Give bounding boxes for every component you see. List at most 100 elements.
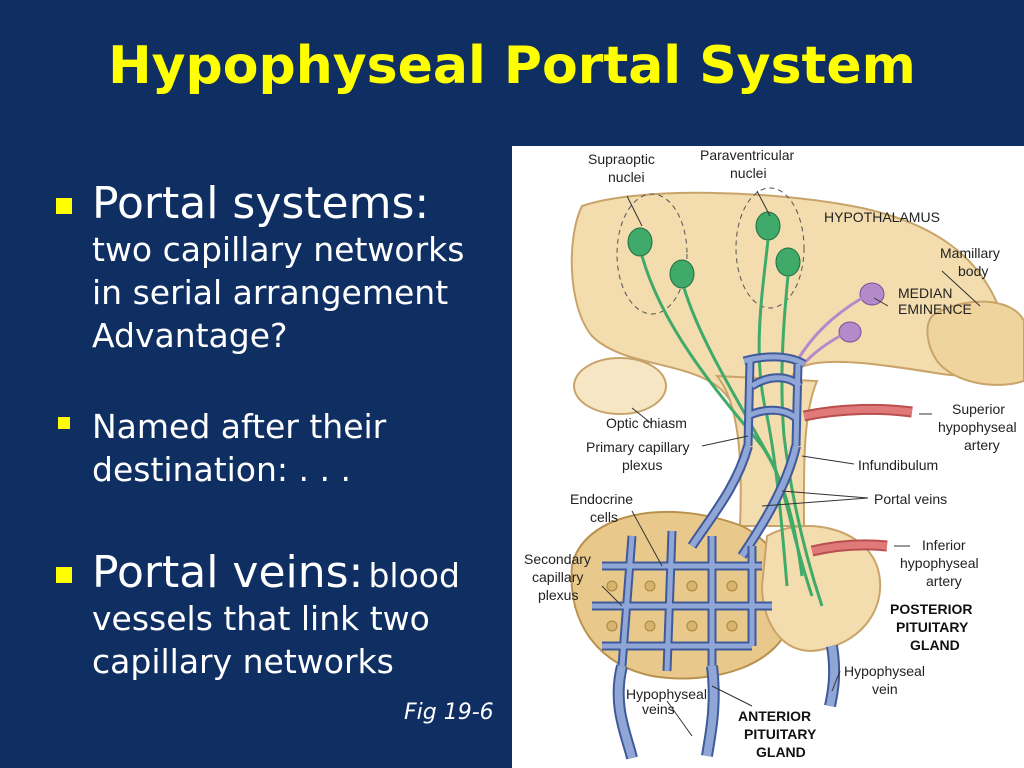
label-secondary-3: plexus	[538, 587, 578, 603]
svg-text:hypophyseal: hypophyseal	[900, 555, 979, 571]
svg-text:Inferior: Inferior	[922, 537, 966, 553]
label-paraventricular-2: nuclei	[730, 165, 767, 181]
svg-text:artery: artery	[964, 437, 1000, 453]
bullet-marker	[58, 417, 70, 429]
label-hypophyseal-vein-2: vein	[872, 681, 898, 697]
svg-text:POSTERIOR: POSTERIOR	[890, 601, 972, 617]
label-inferior-artery-2: hypophyseal	[900, 555, 979, 571]
label-infundibulum: Infundibulum	[858, 457, 938, 473]
svg-text:nuclei: nuclei	[730, 165, 767, 181]
label-median-eminence-2: EMINENCE	[898, 301, 972, 317]
svg-text:Optic chiasm: Optic chiasm	[606, 415, 687, 431]
label-secondary-2: capillary	[532, 569, 583, 585]
purple-neurons	[838, 282, 885, 343]
svg-text:GLAND: GLAND	[910, 637, 960, 653]
label-posterior-1: POSTERIOR	[890, 601, 972, 617]
label-inferior-artery-3: artery	[926, 573, 962, 589]
hypophyseal-veins-fill	[614, 645, 839, 759]
label-anterior-2: PITUITARY	[744, 726, 817, 742]
label-primary-plexus-2: plexus	[622, 457, 662, 473]
bullet-heading: Portal veins:	[92, 547, 364, 598]
bullet-heading: Portal systems:	[92, 178, 430, 229]
slide-title: Hypophyseal Portal System	[108, 36, 916, 96]
mamillary-body	[926, 300, 1024, 386]
bullet-marker	[56, 198, 72, 214]
bullet-inline: blood	[368, 556, 460, 595]
posterior-pituitary	[760, 525, 882, 653]
svg-text:Superior: Superior	[952, 401, 1005, 417]
svg-text:EMINENCE: EMINENCE	[898, 301, 972, 317]
svg-text:Primary capillary: Primary capillary	[586, 439, 689, 455]
green-neurons	[627, 211, 801, 289]
bullet-list: Portal systems: two capillary networks i…	[52, 180, 492, 683]
svg-text:PITUITARY: PITUITARY	[744, 726, 817, 742]
label-supraoptic-2: nuclei	[608, 169, 645, 185]
label-median-eminence-1: MEDIAN	[898, 285, 952, 301]
leader-lines	[601, 190, 981, 737]
label-hypophyseal-veins-1: Hypophyseal	[626, 686, 707, 702]
label-portal-veins: Portal veins	[874, 491, 947, 507]
label-superior-artery-3: artery	[964, 437, 1000, 453]
svg-text:plexus: plexus	[622, 457, 662, 473]
svg-text:Mamillary: Mamillary	[940, 245, 1000, 261]
portal-system-diagram: Supraoptic nuclei Paraventricular nuclei…	[524, 147, 1024, 760]
label-superior-artery-1: Superior	[952, 401, 1005, 417]
label-posterior-2: PITUITARY	[896, 619, 969, 635]
bullet-line: Advantage?	[92, 316, 288, 355]
svg-text:cells: cells	[590, 509, 618, 525]
label-endocrine-2: cells	[590, 509, 618, 525]
svg-text:veins: veins	[642, 701, 675, 717]
label-hypophyseal-vein-1: Hypophyseal	[844, 663, 925, 679]
svg-text:capillary: capillary	[532, 569, 583, 585]
figure-caption: Fig 19-6	[404, 700, 494, 725]
bullet-portal-veins: Portal veins: blood vessels that link tw…	[52, 549, 492, 683]
svg-text:artery: artery	[926, 573, 962, 589]
svg-text:Hypophyseal: Hypophyseal	[844, 663, 925, 679]
label-posterior-3: GLAND	[910, 637, 960, 653]
bullet-portal-systems: Portal systems: two capillary networks i…	[52, 180, 492, 357]
optic-chiasm	[573, 357, 667, 415]
bullet-line: capillary networks	[92, 642, 394, 681]
label-anterior-1: ANTERIOR	[738, 708, 811, 724]
label-optic-chiasm: Optic chiasm	[606, 415, 687, 431]
label-anterior-3: GLAND	[756, 744, 806, 760]
svg-text:Endocrine: Endocrine	[570, 491, 633, 507]
label-paraventricular-1: Paraventricular	[700, 147, 794, 163]
svg-text:ANTERIOR: ANTERIOR	[738, 708, 811, 724]
svg-text:GLAND: GLAND	[756, 744, 806, 760]
svg-text:Supraoptic: Supraoptic	[588, 151, 655, 167]
bullet-line: in serial arrangement	[92, 273, 449, 312]
svg-text:Hypophyseal: Hypophyseal	[626, 686, 707, 702]
label-hypothalamus: HYPOTHALAMUS	[824, 209, 940, 225]
secondary-capillary-plexus-fill	[592, 530, 772, 672]
label-supraoptic-1: Supraoptic	[588, 151, 655, 167]
bullet-named-after: Named after their destination: . . .	[52, 405, 492, 491]
svg-text:nuclei: nuclei	[608, 169, 645, 185]
label-superior-artery-2: hypophyseal	[938, 419, 1017, 435]
svg-text:Portal veins: Portal veins	[874, 491, 947, 507]
svg-text:Infundibulum: Infundibulum	[858, 457, 938, 473]
paraventricular-outline	[735, 187, 805, 309]
bullet-marker	[56, 567, 72, 583]
diagram-panel: Supraoptic nuclei Paraventricular nuclei…	[512, 146, 1024, 768]
label-endocrine-1: Endocrine	[570, 491, 633, 507]
svg-text:Secondary: Secondary	[524, 551, 591, 567]
primary-capillary-plexus-fill	[743, 354, 806, 447]
bullet-line: vessels that link two	[92, 599, 430, 638]
label-primary-plexus-1: Primary capillary	[586, 439, 689, 455]
label-hypophyseal-veins-2: veins	[642, 701, 675, 717]
svg-text:PITUITARY: PITUITARY	[896, 619, 969, 635]
svg-text:plexus: plexus	[538, 587, 578, 603]
bullet-line: Named after their	[92, 407, 387, 446]
label-inferior-artery-1: Inferior	[922, 537, 966, 553]
label-mamillary-2: body	[958, 263, 988, 279]
endocrine-cells	[606, 580, 738, 632]
svg-text:body: body	[958, 263, 988, 279]
svg-text:HYPOTHALAMUS: HYPOTHALAMUS	[824, 209, 940, 225]
svg-text:vein: vein	[872, 681, 898, 697]
bullet-line: destination: . . .	[92, 450, 351, 489]
label-mamillary-1: Mamillary	[940, 245, 1000, 261]
bullet-line: two capillary networks	[92, 230, 465, 269]
label-secondary-1: Secondary	[524, 551, 591, 567]
svg-text:Paraventricular: Paraventricular	[700, 147, 794, 163]
